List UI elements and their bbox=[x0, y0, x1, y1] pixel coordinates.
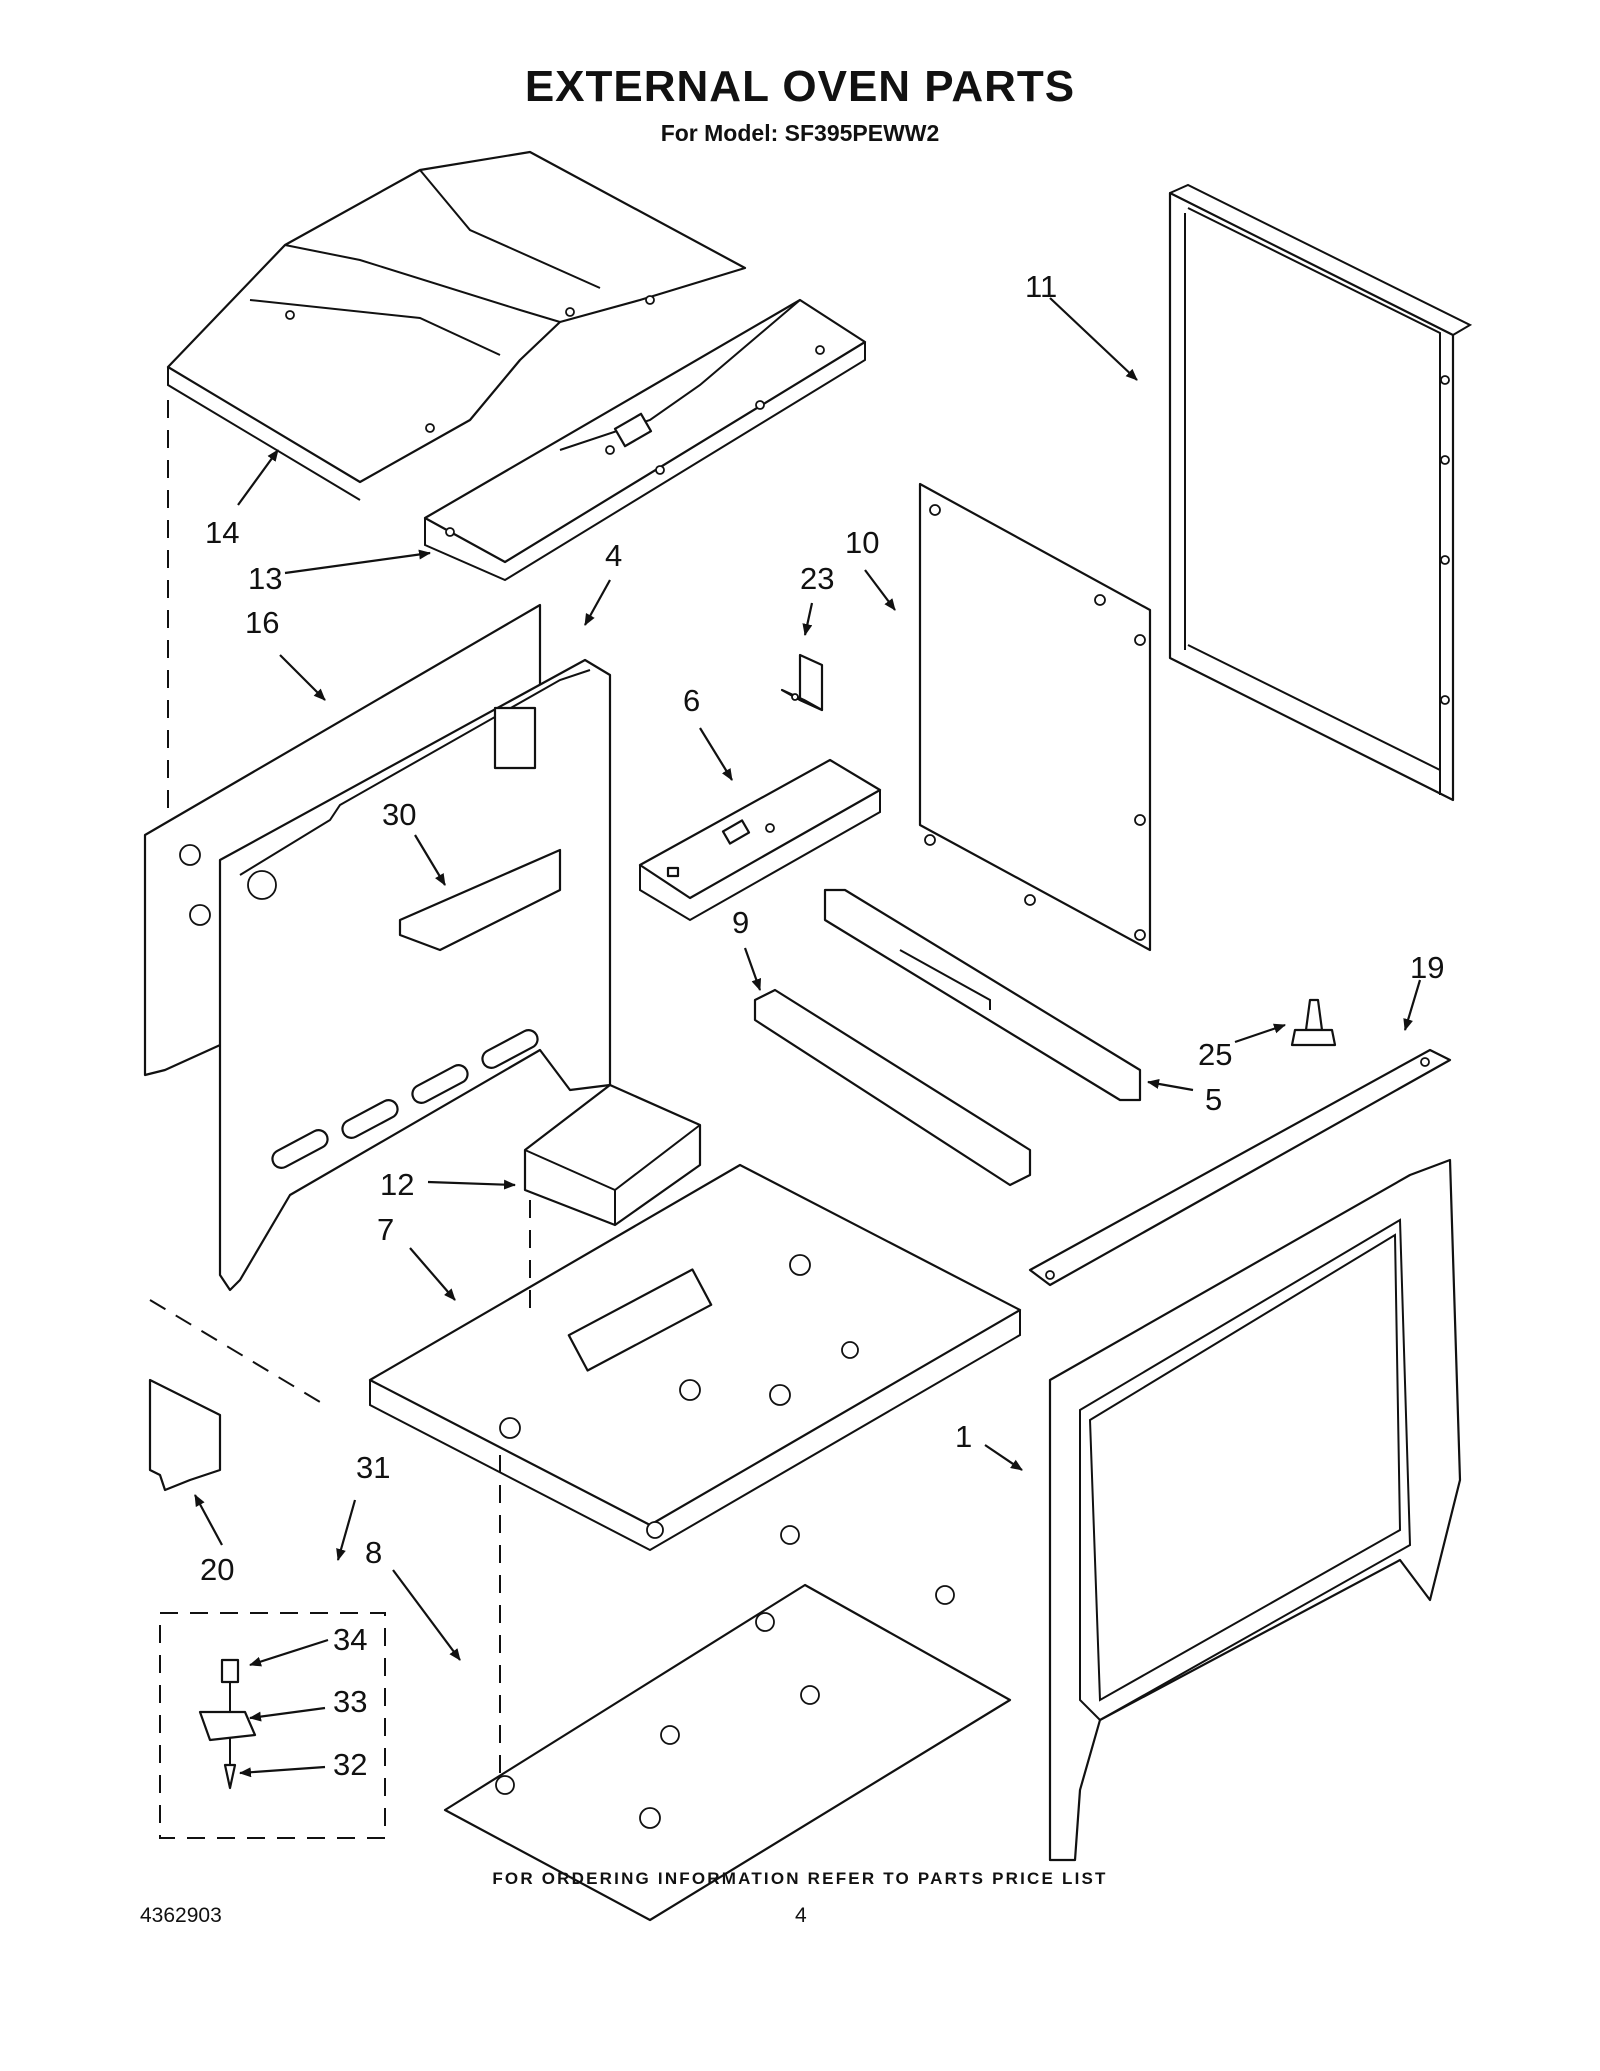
ordering-note: FOR ORDERING INFORMATION REFER TO PARTS … bbox=[492, 1869, 1108, 1888]
part-11-side-frame bbox=[1168, 183, 1473, 802]
callout-label-5: 5 bbox=[1205, 1082, 1222, 1117]
callout-label-1: 1 bbox=[955, 1419, 972, 1454]
callout-arrow-10 bbox=[864, 569, 896, 611]
part-7-burner-box bbox=[368, 1163, 1022, 1552]
callout-label-31: 31 bbox=[356, 1450, 390, 1485]
part-25-leveler bbox=[1290, 998, 1337, 1047]
callout-label-32: 32 bbox=[333, 1747, 367, 1782]
callout-label-25: 25 bbox=[1198, 1037, 1232, 1072]
callout-arrow-9 bbox=[743, 947, 762, 991]
document-number: 4362903 bbox=[140, 1904, 222, 1927]
part-6-channel bbox=[638, 758, 882, 922]
callout-arrow-25 bbox=[1234, 1023, 1286, 1044]
part-19-strip bbox=[1028, 1048, 1452, 1287]
part-13-top-channel bbox=[423, 298, 867, 582]
callout-arrow-11 bbox=[1049, 297, 1138, 381]
callout-label-6: 6 bbox=[683, 683, 700, 718]
part-8-bottom-plate bbox=[443, 1525, 1012, 1922]
callout-label-8: 8 bbox=[365, 1535, 382, 1570]
callout-labels: 11 14 13 4 16 23 10 6 30 9 19 25 5 12 7 … bbox=[200, 269, 1444, 1782]
callout-label-23: 23 bbox=[800, 561, 834, 596]
page-number: 4 bbox=[795, 1904, 807, 1927]
part-5-rail bbox=[823, 888, 1142, 1102]
callout-arrow-32 bbox=[239, 1765, 326, 1778]
callout-arrow-12 bbox=[427, 1179, 516, 1190]
callout-label-20: 20 bbox=[200, 1552, 234, 1587]
callout-arrow-23 bbox=[802, 602, 814, 636]
callout-label-9: 9 bbox=[732, 905, 749, 940]
callout-label-16: 16 bbox=[245, 605, 279, 640]
callout-arrow-34 bbox=[249, 1638, 329, 1667]
callout-arrow-30 bbox=[414, 834, 446, 886]
part-9-rail bbox=[753, 988, 1032, 1187]
callout-label-19: 19 bbox=[1410, 950, 1444, 985]
callout-label-34: 34 bbox=[333, 1622, 367, 1657]
callout-arrow-8 bbox=[392, 1569, 461, 1661]
callout-arrow-19 bbox=[1403, 979, 1422, 1031]
callout-label-33: 33 bbox=[333, 1684, 367, 1719]
callout-arrow-33 bbox=[249, 1706, 326, 1722]
callout-label-12: 12 bbox=[380, 1167, 414, 1202]
part-30-bracket bbox=[398, 848, 562, 952]
part-14-top-shield bbox=[166, 150, 747, 501]
callout-label-11: 11 bbox=[1025, 269, 1057, 304]
callout-arrow-7 bbox=[409, 1247, 456, 1301]
callout-arrow-14 bbox=[237, 449, 279, 506]
callout-arrow-1 bbox=[984, 1444, 1023, 1471]
alignment-dashes bbox=[149, 400, 531, 1780]
callout-arrow-4 bbox=[584, 579, 611, 626]
part-20-bracket bbox=[148, 1378, 222, 1492]
part-10-rear-panel bbox=[918, 482, 1152, 952]
callout-label-30: 30 bbox=[382, 797, 416, 832]
callout-arrow-5 bbox=[1147, 1079, 1194, 1092]
part-12-cover bbox=[523, 1083, 702, 1227]
callout-arrow-20 bbox=[194, 1494, 223, 1546]
part-23-bracket bbox=[780, 653, 824, 712]
callout-arrow-16 bbox=[279, 654, 326, 701]
callout-label-7: 7 bbox=[377, 1212, 394, 1247]
callout-label-14: 14 bbox=[205, 515, 239, 550]
callout-arrow-31 bbox=[336, 1499, 357, 1561]
part-1-front-frame bbox=[1048, 1158, 1462, 1862]
callout-label-4: 4 bbox=[605, 538, 622, 573]
callout-label-10: 10 bbox=[845, 525, 879, 560]
model-subtitle: For Model: SF395PEWW2 bbox=[660, 120, 940, 146]
callout-arrow-13 bbox=[284, 549, 431, 575]
callout-arrows bbox=[194, 297, 1422, 1778]
callout-label-13: 13 bbox=[248, 561, 282, 596]
page-title: EXTERNAL OVEN PARTS bbox=[524, 62, 1076, 111]
callout-arrow-6 bbox=[699, 727, 733, 781]
part-4-side-panel bbox=[218, 658, 612, 1292]
part-31-leveler-kit bbox=[159, 1612, 386, 1839]
